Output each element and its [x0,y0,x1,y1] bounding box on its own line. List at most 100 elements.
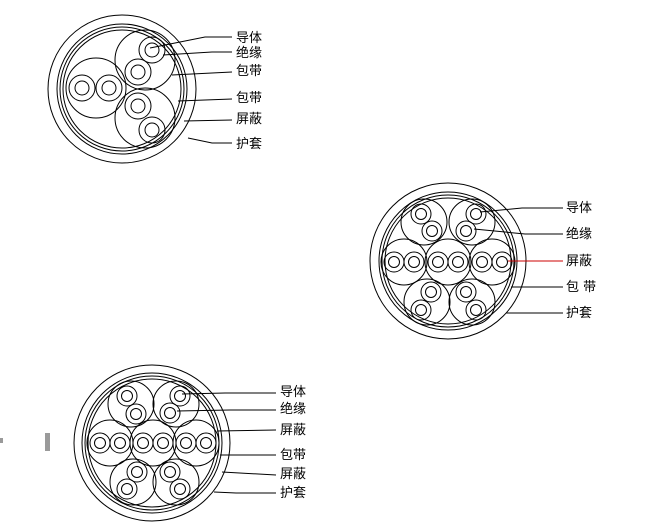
conductor [496,256,508,268]
label-tape: 包带 [280,448,306,463]
pair-wrap [380,238,428,286]
leader-line [213,491,276,494]
leader-line [479,207,563,213]
leader-line [187,137,232,144]
leader-line [181,392,276,395]
cable-2-labels: 导体 绝缘 屏蔽 包 带 护套 [566,201,596,321]
insulation [89,432,111,454]
insulation [152,432,174,454]
sheath-inner [56,23,188,155]
pair-wrap [468,238,516,286]
insulation [116,478,138,500]
conductor [174,390,186,402]
insulation [124,58,152,86]
conductor [460,225,472,237]
insulation [126,461,148,483]
conductor [470,304,482,316]
label-shield: 屏蔽 [236,112,262,127]
leader-line [149,36,232,49]
label-tape: 包带 [236,91,262,106]
insulation [138,36,166,64]
pair-wrap [152,458,200,506]
stray-mark [0,438,3,443]
pair-wrap [109,458,157,506]
insulation [95,74,123,102]
label-conductor: 导体 [236,31,262,46]
conductor [476,256,488,268]
conductor [130,64,146,80]
label-tape: 包 带 [566,280,596,295]
conductor [144,122,160,138]
label-shield: 屏蔽 [280,467,306,482]
insulation [420,281,442,303]
leader-line [183,119,233,122]
conductor [426,225,438,237]
stray-mark [45,433,50,451]
pair-wrap [65,57,127,119]
conductor [388,256,400,268]
conductor [432,256,444,268]
cable-3-labels: 导体 绝缘 屏蔽 包带 屏蔽 护套 [280,385,306,501]
label-shield: 屏蔽 [566,254,592,269]
conductor [460,286,472,298]
conductor [131,466,143,478]
pair-wrap [448,278,496,326]
insulation [195,432,217,454]
pair-wrap [400,198,448,246]
insulation [109,432,131,454]
insulation [447,251,469,273]
insulation [159,461,181,483]
insulation [132,432,154,454]
pair-wrap [448,198,496,246]
insulation [410,299,432,321]
insulation [159,402,181,424]
shield-ring [59,26,185,152]
conductor [130,408,142,420]
label-sheath: 护套 [280,485,306,501]
conductor [415,304,427,316]
tape-ring [62,29,182,149]
conductor [121,483,133,495]
leader-line [221,471,277,476]
conductor [114,437,126,449]
conductor [130,98,146,114]
pair-wrap [424,238,472,286]
conductor [415,208,427,220]
conductor [144,42,160,58]
label-sheath: 护套 [236,136,262,152]
insulation [138,116,166,144]
insulation [465,299,487,321]
pair-wrap [152,380,200,428]
insulation [465,203,487,225]
insulation [125,403,147,425]
conductor [425,286,437,298]
leader-line [176,409,276,412]
label-tape: 包带 [236,64,262,79]
pair-wrap [107,380,155,428]
pair-wrap [172,419,220,467]
label-conductor: 导体 [280,385,306,400]
label-shield: 屏蔽 [280,423,306,438]
label-insulation: 绝缘 [566,226,592,242]
conductor [164,466,176,478]
conductor [137,437,149,449]
label-conductor: 导体 [566,201,592,216]
sheath-outer [47,14,197,164]
leader-line [171,71,233,76]
label-sheath: 护套 [566,305,592,321]
conductor [94,437,106,449]
label-insulation: 绝缘 [280,401,306,417]
sheath-outer [73,364,231,522]
insulation [455,281,477,303]
pair-wrap [114,87,176,149]
conductor [157,437,169,449]
conductor [408,256,420,268]
conductor [121,390,133,402]
conductor [74,80,90,96]
insulation [410,203,432,225]
leader-line [177,98,233,102]
label-insulation: 绝缘 [236,45,262,61]
insulation [491,251,513,273]
conductor [101,80,117,96]
